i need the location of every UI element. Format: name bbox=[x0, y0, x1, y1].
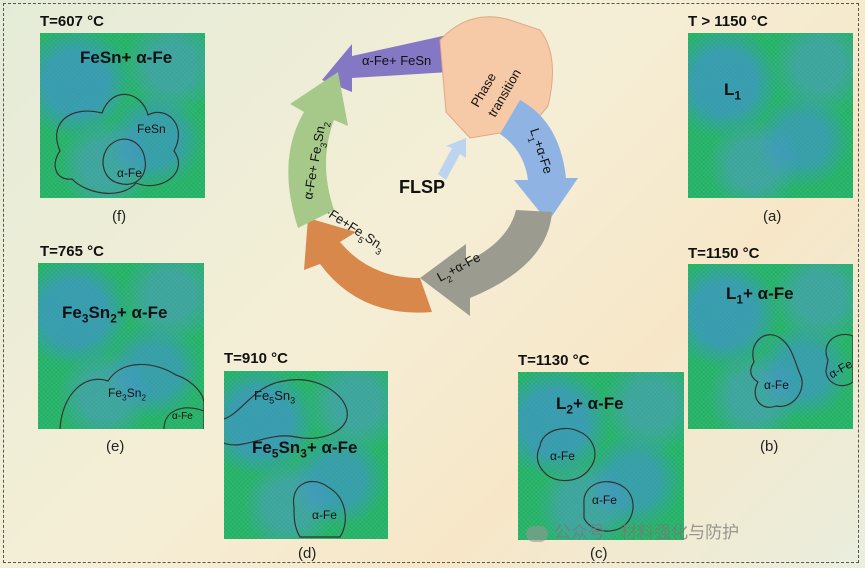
micrograph-f: FeSn+ α-Fe FeSn α-Fe bbox=[40, 33, 205, 198]
temp-label-d: T=910 °C bbox=[224, 350, 288, 367]
region-label-fesn: FeSn bbox=[137, 122, 166, 136]
micrograph-e: Fe3Sn2+ α-Fe Fe3Sn2 α-Fe bbox=[38, 263, 204, 429]
arrow-label-alpha-fe-fesn: α-Fe+ FeSn bbox=[362, 53, 431, 68]
temp-label-c: T=1130 °C bbox=[518, 352, 590, 369]
wechat-icon bbox=[526, 525, 548, 542]
phase-boundary-e bbox=[59, 363, 204, 429]
region-label-alpha-fe-b1: α-Fe bbox=[764, 378, 789, 392]
phase-boundary-d bbox=[224, 379, 348, 538]
watermark: 公众号 · 材料强化与防护 bbox=[526, 518, 739, 543]
panel-title-e: Fe3Sn2+ α-Fe bbox=[62, 303, 168, 326]
micrograph-a: L1 bbox=[688, 33, 853, 198]
cycle-center-label: FLSP bbox=[399, 177, 445, 197]
arrow-alpha-fe-fe5sn3 bbox=[304, 218, 432, 313]
caption-f: (f) bbox=[112, 208, 127, 225]
temp-label-a: T > 1150 °C bbox=[688, 13, 768, 30]
region-label-alpha-fe-e: α-Fe bbox=[172, 411, 193, 422]
temp-label-e: T=765 °C bbox=[40, 243, 104, 260]
region-label-alpha-fe-c1: α-Fe bbox=[550, 449, 575, 463]
panel-title-c: L2+ α-Fe bbox=[556, 394, 624, 417]
inner-arrow-icon bbox=[438, 138, 466, 180]
arrow-alpha-fe-fe3sn2 bbox=[288, 72, 348, 228]
watermark-text: 公众号 · 材料强化与防护 bbox=[554, 523, 740, 542]
arrow-l1-alpha-fe bbox=[500, 100, 578, 222]
temp-label-b: T=1150 °C bbox=[688, 245, 760, 262]
micrograph-c: L2+ α-Fe α-Fe α-Fe bbox=[518, 372, 684, 540]
caption-e: (e) bbox=[106, 438, 125, 455]
caption-a: (a) bbox=[763, 208, 782, 225]
region-label-alpha-fe-f: α-Fe bbox=[117, 166, 142, 180]
region-label-alpha-fe-c2: α-Fe bbox=[592, 493, 617, 507]
panel-title-b: L1+ α-Fe bbox=[726, 284, 794, 307]
caption-d: (d) bbox=[298, 545, 317, 562]
arrow-l2-alpha-fe bbox=[420, 210, 552, 316]
panel-title-f: FeSn+ α-Fe bbox=[80, 48, 173, 67]
caption-c: (c) bbox=[590, 545, 608, 562]
phase-boundary-f bbox=[54, 93, 180, 194]
micrograph-b: L1+ α-Fe α-Fe α-Fe bbox=[688, 264, 853, 429]
phase-label-l1: L1 bbox=[724, 80, 742, 103]
temp-label-f: T=607 °C bbox=[40, 13, 104, 30]
region-label-alpha-fe-d: α-Fe bbox=[312, 508, 337, 522]
phase-boundary-b bbox=[750, 333, 853, 408]
figure-frame bbox=[3, 3, 859, 563]
panel-title-d: Fe5Sn3+ α-Fe bbox=[252, 438, 358, 461]
caption-b: (b) bbox=[760, 438, 779, 455]
region-label-fe5sn3: Fe5Sn3 bbox=[254, 388, 296, 406]
phase-boundary-c bbox=[536, 427, 634, 532]
micrograph-d: Fe5Sn3 Fe5Sn3+ α-Fe α-Fe bbox=[224, 371, 388, 539]
region-label-fe3sn2: Fe3Sn2 bbox=[108, 386, 147, 403]
